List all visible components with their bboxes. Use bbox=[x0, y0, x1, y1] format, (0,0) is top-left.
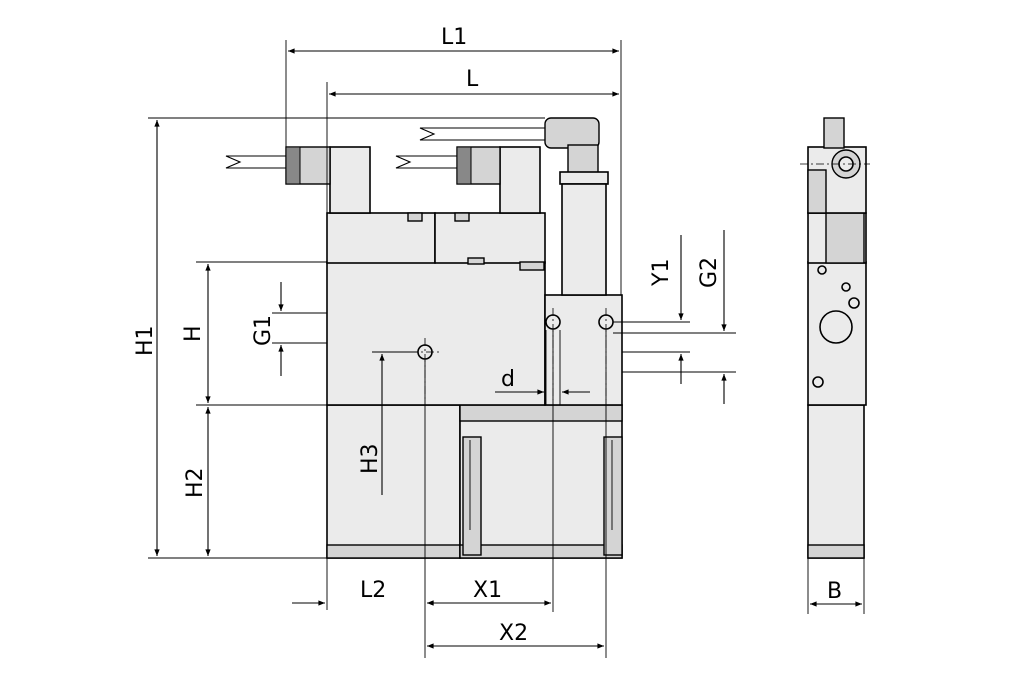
sensor-nut bbox=[567, 144, 599, 174]
main-body-right-step bbox=[544, 294, 623, 406]
right-jaw-housing bbox=[459, 404, 623, 559]
sensor-tube bbox=[561, 183, 607, 296]
dimension-labels: L1 L H1 H G1 H2 H3 Y1 G2 d L2 X1 X2 B bbox=[133, 25, 842, 646]
label-H3: H3 bbox=[358, 443, 383, 474]
side-connector-top bbox=[823, 117, 845, 149]
side-base bbox=[807, 544, 865, 559]
main-body bbox=[326, 261, 546, 406]
label-X2: X2 bbox=[499, 621, 528, 646]
side-coil-strip bbox=[807, 169, 827, 214]
valve-screw-1 bbox=[407, 212, 423, 222]
sensor-body bbox=[559, 171, 609, 185]
side-small-port-1 bbox=[817, 265, 827, 275]
label-L: L bbox=[466, 67, 479, 92]
dimension-lines bbox=[148, 40, 865, 658]
label-X1: X1 bbox=[473, 578, 502, 603]
label-H1: H1 bbox=[133, 325, 158, 356]
label-H: H bbox=[181, 325, 206, 342]
front-view bbox=[225, 117, 623, 559]
left-jaw-base bbox=[326, 544, 461, 559]
valve-screw-2 bbox=[454, 212, 470, 222]
label-Y1: Y1 bbox=[649, 259, 674, 287]
left-jaw-housing bbox=[326, 404, 461, 559]
side-small-port-4 bbox=[812, 376, 824, 388]
label-G2: G2 bbox=[697, 257, 722, 288]
label-L1: L1 bbox=[441, 25, 467, 50]
label-H2: H2 bbox=[183, 467, 208, 498]
label-G1: G1 bbox=[251, 315, 276, 346]
side-lower-body bbox=[807, 404, 865, 559]
side-view bbox=[800, 117, 870, 559]
cable-top bbox=[419, 127, 548, 141]
cable-left bbox=[225, 155, 286, 169]
jaw-slot-right bbox=[603, 436, 623, 556]
connector-left-knurl bbox=[285, 146, 301, 185]
side-valve-inset bbox=[825, 212, 865, 264]
label-L2: L2 bbox=[360, 578, 386, 603]
connector-mid-knurl bbox=[456, 146, 472, 185]
side-small-port-3 bbox=[848, 297, 860, 309]
label-d: d bbox=[501, 367, 515, 392]
valve-nub-2 bbox=[519, 261, 545, 271]
right-jaw-base bbox=[459, 544, 623, 559]
cable-mid bbox=[395, 155, 457, 169]
solenoid-coil-right bbox=[499, 146, 541, 214]
right-jaw-top-plate bbox=[459, 404, 623, 422]
solenoid-coil-left bbox=[329, 146, 371, 214]
jaw-slot-left bbox=[462, 436, 482, 556]
side-small-port-2 bbox=[841, 282, 851, 292]
label-B: B bbox=[827, 579, 842, 604]
valve-nub-1 bbox=[467, 257, 485, 265]
angle-connector bbox=[544, 117, 600, 149]
valve-block-right bbox=[434, 212, 546, 264]
side-large-port bbox=[819, 310, 853, 344]
